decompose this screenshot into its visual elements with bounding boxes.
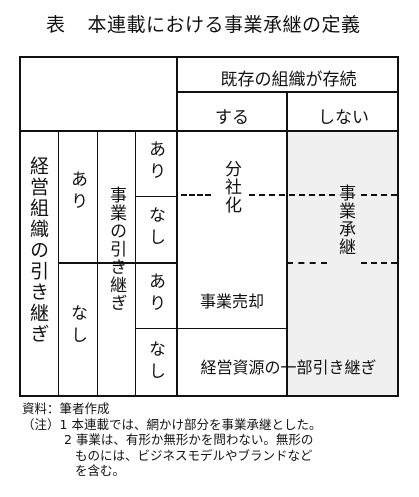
option-no: なし [145,206,165,250]
row-header-org-yes: あり [67,170,87,214]
cell-partial-resources: 経営資源の一部引き継ぎ [200,358,377,377]
definition-table: 既存の組織が存続 する しない 経営組織の引き継ぎ あり なし 事業の引き継ぎ … [19,56,399,397]
table-title: 表本連載における事業承継の定義 [46,10,361,37]
divider [135,328,176,329]
cell-spin-off: 分社化 [221,160,241,214]
row-header-org-no: なし [67,304,87,348]
note-2: 2 事業は、有形か無形かを問わない。無形の [64,432,314,447]
dashed-divider [249,194,335,196]
header-col-yes: する [215,108,249,128]
source-line: 資料：筆者作成 [22,401,110,416]
header-group: 既存の組織が存続 [220,70,357,90]
divider [176,58,178,395]
title-prefix: 表 [46,14,66,36]
dashed-divider [181,194,211,196]
note-2-line-3: を含む。 [75,463,126,478]
divider [176,328,288,329]
row-header-business: 事業の引き継ぎ [106,186,126,312]
divider [21,130,399,132]
option-yes: あり [145,140,165,184]
option-yes: あり [145,272,165,316]
divider [135,131,136,395]
divider [135,196,176,197]
note-1-text: 1 本連載では、網かけ部分を事業承継とした。 [59,416,322,432]
dashed-divider [361,194,397,196]
divider [97,131,98,395]
cell-business-succession: 事業承継 [335,184,355,256]
divider [58,262,176,264]
dashed-divider [287,262,327,264]
table-notes: 資料：筆者作成 （注）1 本連載では、網かけ部分を事業承継とした。 2 事業は、… [22,401,321,479]
header-col-no: しない [318,108,369,128]
divider [58,131,59,395]
title-text: 本連載における事業承継の定義 [87,14,361,36]
note-2-line-2: ものには、ビジネスモデルやブランドなど [75,447,313,463]
cell-business-sale: 事業売却 [199,292,264,311]
row-header-organization: 経営組織の引き継ぎ [27,156,49,345]
divider [286,91,288,395]
note-1: （注）1 本連載では、網かけ部分を事業承継とした。 [22,417,321,433]
option-no: なし [145,340,165,384]
dashed-divider [361,262,397,264]
note-label: （注） [22,416,60,432]
